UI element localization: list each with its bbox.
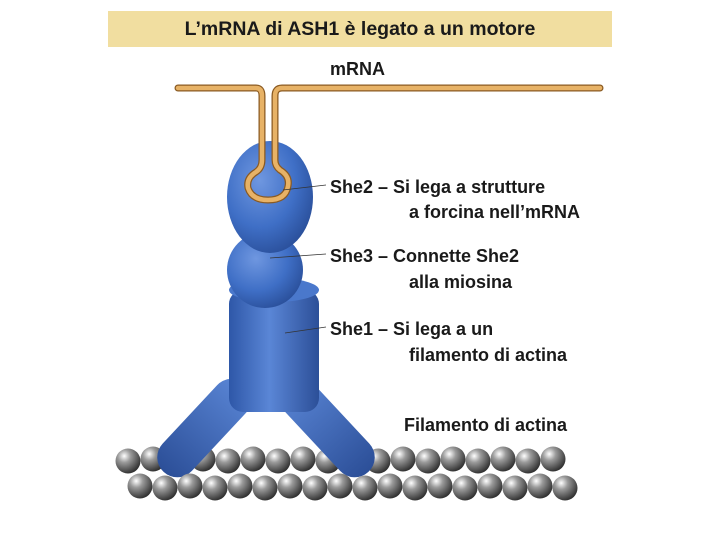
- she3-label-line2: alla miosina: [409, 271, 512, 293]
- actin-bead: [491, 447, 516, 472]
- mrna-label: mRNA: [330, 58, 385, 80]
- actin-bead: [116, 449, 141, 474]
- actin-bead: [278, 474, 303, 499]
- actin-bead: [153, 476, 178, 501]
- actin-bead: [228, 474, 253, 499]
- actin-bead: [353, 476, 378, 501]
- actin-bead: [128, 474, 153, 499]
- actin-bead: [441, 447, 466, 472]
- actin-bead: [378, 474, 403, 499]
- actin-bead: [503, 476, 528, 501]
- actin-bead: [303, 476, 328, 501]
- actin-bead: [253, 476, 278, 501]
- actin-bead: [241, 447, 266, 472]
- she2-label-line1: She2 – Si lega a strutture: [330, 176, 545, 198]
- she3-label-line1: She3 – Connette She2: [330, 245, 519, 267]
- actin-bead: [416, 449, 441, 474]
- actin-filament-front: [128, 474, 578, 501]
- actin-label: Filamento di actina: [404, 414, 567, 436]
- she1-label-line1: She1 – Si lega a un: [330, 318, 493, 340]
- actin-bead: [403, 476, 428, 501]
- she2-label-line2: a forcina nell’mRNA: [409, 201, 580, 223]
- actin-bead: [266, 449, 291, 474]
- actin-bead: [216, 449, 241, 474]
- she1-label-line2: filamento di actina: [409, 344, 567, 366]
- actin-bead: [553, 476, 578, 501]
- actin-bead: [516, 449, 541, 474]
- actin-bead: [528, 474, 553, 499]
- actin-bead: [178, 474, 203, 499]
- actin-bead: [428, 474, 453, 499]
- actin-bead: [328, 474, 353, 499]
- actin-bead: [203, 476, 228, 501]
- actin-bead: [541, 447, 566, 472]
- actin-bead: [291, 447, 316, 472]
- actin-bead: [453, 476, 478, 501]
- actin-bead: [391, 447, 416, 472]
- actin-bead: [478, 474, 503, 499]
- actin-bead: [466, 449, 491, 474]
